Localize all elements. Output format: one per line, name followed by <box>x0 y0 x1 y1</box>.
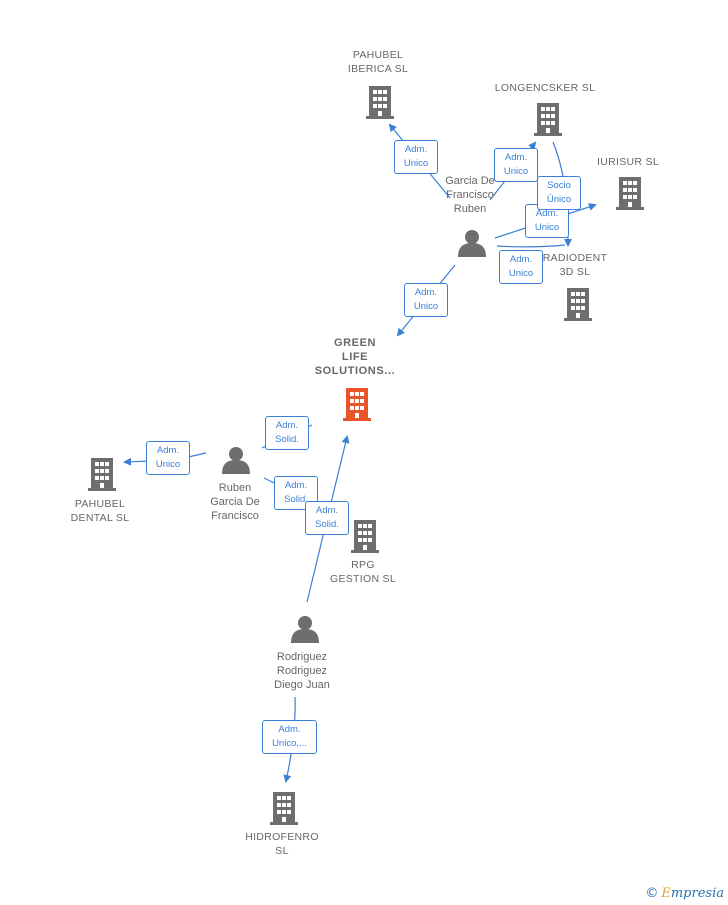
edge-label-line: Adm. <box>275 420 299 431</box>
edge-line-e5 <box>496 244 566 248</box>
edge-label-e6[interactable]: Adm. Unico <box>404 283 448 317</box>
node-label-longencsker[interactable]: LONGENCSKER SL <box>494 82 596 94</box>
edge-label-e1[interactable]: Adm. Unico <box>394 140 438 174</box>
edge-label-line: Único <box>546 194 572 205</box>
edge-label-line: Unico <box>155 459 181 470</box>
node-label-pahubel-dental[interactable]: PAHUBEL DENTAL SL <box>70 498 130 524</box>
node-label-ruben-garcia-de-francisco[interactable]: Ruben Garcia De Francisco <box>210 482 260 522</box>
edge-label-e7[interactable]: Adm. Solid. <box>265 416 309 450</box>
edge-label-e11[interactable]: Adm. Unico,... <box>262 720 317 754</box>
edge-label-e10[interactable]: Adm. Solid. <box>305 501 349 535</box>
edge-label-line: Socio <box>547 180 571 191</box>
building-icon-hidrofenro[interactable] <box>270 792 298 825</box>
node-label-garcia-de-francisco-ruben[interactable]: Garcia De Francisco Ruben <box>445 175 495 215</box>
node-label-rpg-gestion[interactable]: RPG GESTION SL <box>329 559 396 585</box>
edge-label-e2[interactable]: Adm. Unico <box>494 148 538 182</box>
edge-label-line: Adm. <box>414 287 438 298</box>
building-icon-pahubel-dental[interactable] <box>88 458 116 491</box>
edge-label-line: Adm. <box>278 724 301 735</box>
edge-label-line: Solid. <box>275 434 299 445</box>
edge-label-line: Unico,... <box>272 738 307 749</box>
edge-label-line: Adm. <box>509 254 533 265</box>
edge-label-line: Solid. <box>284 494 308 505</box>
node-label-hidrofenro[interactable]: HIDROFENRO SL <box>245 831 319 857</box>
node-label-rodriguez[interactable]: Rodriguez Rodriguez Diego Juan <box>274 651 330 691</box>
watermark-initial: E <box>661 886 671 901</box>
node-label-green-life[interactable]: GREEN LIFE SOLUTIONS... <box>314 337 396 377</box>
copyright-icon: © <box>645 886 659 901</box>
edge-label-line: Unico <box>403 158 429 169</box>
edge-label-e5[interactable]: Adm. Unico <box>499 250 543 284</box>
building-icon-iurisur[interactable] <box>616 177 644 210</box>
edge-label-line: Adm. <box>404 144 428 155</box>
edge-label-line: Unico <box>534 222 560 233</box>
building-icon-rpg-gestion[interactable] <box>351 520 379 553</box>
node-label-pahubel-iberica[interactable]: PAHUBEL IBERICA SL <box>347 49 409 75</box>
watermark-text: mpresia <box>670 886 724 901</box>
edge-label-line: Unico <box>508 268 534 279</box>
building-icon-green-life[interactable] <box>343 388 371 421</box>
building-icon-radiodent[interactable] <box>564 288 592 321</box>
edge-label-line: Unico <box>503 166 529 177</box>
building-icon-longencsker[interactable] <box>534 103 562 136</box>
person-icon-rodriguez[interactable] <box>291 616 319 643</box>
edge-label-e8[interactable]: Adm. Unico <box>146 441 190 475</box>
node-label-radiodent[interactable]: RADIODENT 3D SL <box>542 252 608 278</box>
building-icon-pahubel-iberica[interactable] <box>366 86 394 119</box>
edge-label-line: Adm. <box>156 445 180 456</box>
edge-label-line: Adm. <box>315 505 339 516</box>
empresia-watermark[interactable]: ©Empresia <box>645 886 724 901</box>
person-icon-garcia-de-francisco-ruben[interactable] <box>458 230 486 257</box>
edge-label-line: Solid. <box>315 519 339 530</box>
edge-label-line: Adm. <box>535 208 559 219</box>
edge-label-line: Adm. <box>504 152 528 163</box>
node-label-iurisur[interactable]: IURISUR SL <box>597 156 659 168</box>
edge-label-line: Adm. <box>284 480 308 491</box>
edge-label-line: Unico <box>413 301 439 312</box>
person-icon-ruben-garcia-de-francisco[interactable] <box>222 447 250 474</box>
